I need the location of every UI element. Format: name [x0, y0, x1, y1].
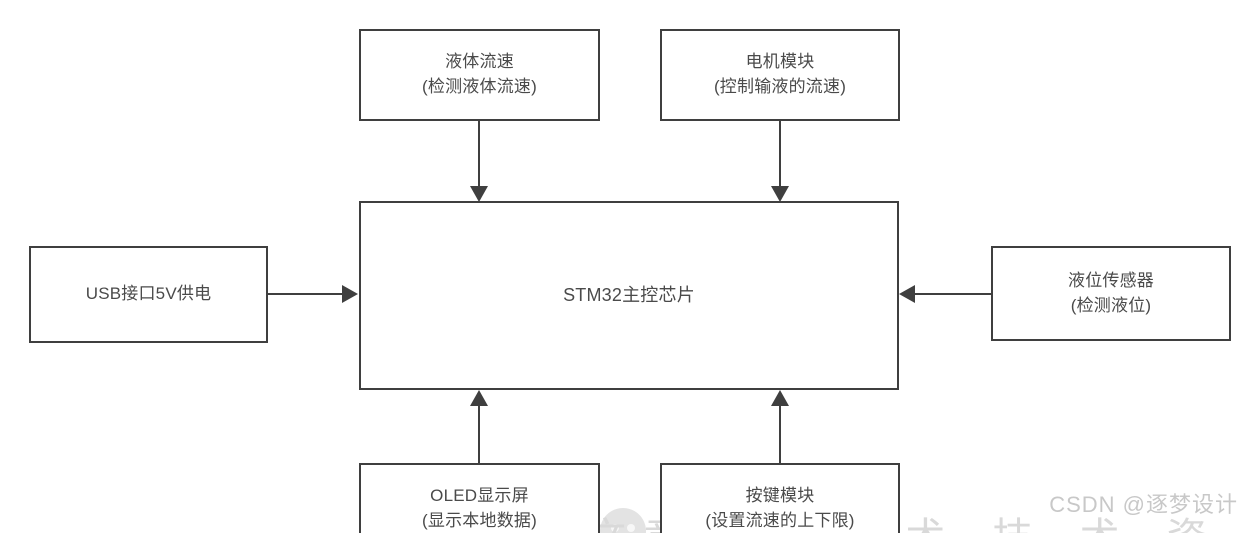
node-motor-module[interactable]: 电机模块 (控制输液的流速) — [660, 29, 900, 121]
node-mcu[interactable]: STM32主控芯片 — [359, 201, 899, 390]
edge-oled-display-to-mcu-arrowhead — [470, 390, 488, 406]
node-flow-sensor-title: 液体流速 — [445, 52, 514, 72]
node-level-sensor[interactable]: 液位传感器 (检测液位) — [991, 246, 1231, 341]
node-oled-display-subtitle: (显示本地数据) — [422, 511, 537, 530]
edge-level-sensor-to-mcu-arrowhead — [899, 285, 915, 303]
node-mcu-title: STM32主控芯片 — [563, 285, 695, 306]
edge-key-module-to-mcu-line — [779, 403, 781, 463]
node-level-sensor-title: 液位传感器 — [1068, 270, 1154, 290]
node-key-module[interactable]: 按键模块 (设置流速的上下限) — [660, 463, 900, 533]
edge-flow-sensor-to-mcu-line — [478, 121, 480, 188]
edge-usb-power-to-mcu-arrowhead — [342, 285, 358, 303]
node-key-module-subtitle: (设置流速的上下限) — [705, 511, 855, 530]
edge-key-module-to-mcu-arrowhead — [771, 390, 789, 406]
edge-flow-sensor-to-mcu-arrowhead — [470, 186, 488, 202]
node-usb-power-title: USB接口5V供电 — [85, 284, 212, 304]
node-flow-sensor[interactable]: 液体流速 (检测液体流速) — [359, 29, 600, 121]
edge-oled-display-to-mcu-line — [478, 403, 480, 463]
watermark-csdn-label: CSDN @逐梦设计 — [1049, 492, 1238, 517]
watermark-logo-icon — [600, 508, 646, 533]
node-usb-power[interactable]: USB接口5V供电 — [29, 246, 268, 343]
node-oled-display[interactable]: OLED显示屏 (显示本地数据) — [359, 463, 600, 533]
node-motor-module-subtitle: (控制输液的流速) — [713, 77, 847, 96]
edge-motor-module-to-mcu-line — [779, 121, 781, 188]
node-key-module-title: 按键模块 — [745, 486, 815, 506]
node-motor-module-title: 电机模块 — [745, 52, 815, 72]
edge-level-sensor-to-mcu-line — [915, 293, 991, 295]
node-oled-display-title: OLED显示屏 — [430, 486, 529, 506]
node-level-sensor-subtitle: (检测液位) — [1070, 295, 1152, 315]
edge-usb-power-to-mcu-line — [268, 293, 343, 295]
edge-motor-module-to-mcu-arrowhead — [771, 186, 789, 202]
node-flow-sensor-subtitle: (检测液体流速) — [422, 77, 537, 96]
